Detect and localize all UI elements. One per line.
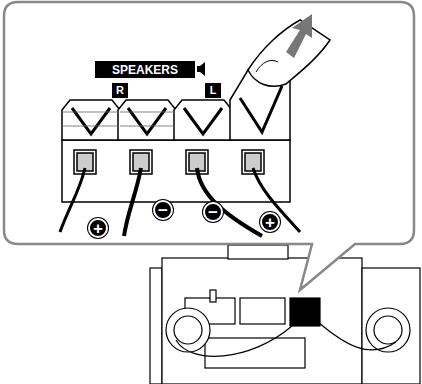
polarity-mark: − <box>203 202 223 222</box>
channel-label: L <box>205 83 221 98</box>
channel-label: R <box>112 83 128 98</box>
terminal-block <box>62 70 290 202</box>
polarity-mark: + <box>260 212 280 232</box>
speaker-icon <box>197 62 205 76</box>
stereo-unit <box>150 245 420 384</box>
press-arrow <box>286 14 312 58</box>
polarity-mark: + <box>88 218 108 238</box>
polarity-mark: − <box>153 200 173 220</box>
section-heading: SPEAKERS <box>95 61 195 78</box>
